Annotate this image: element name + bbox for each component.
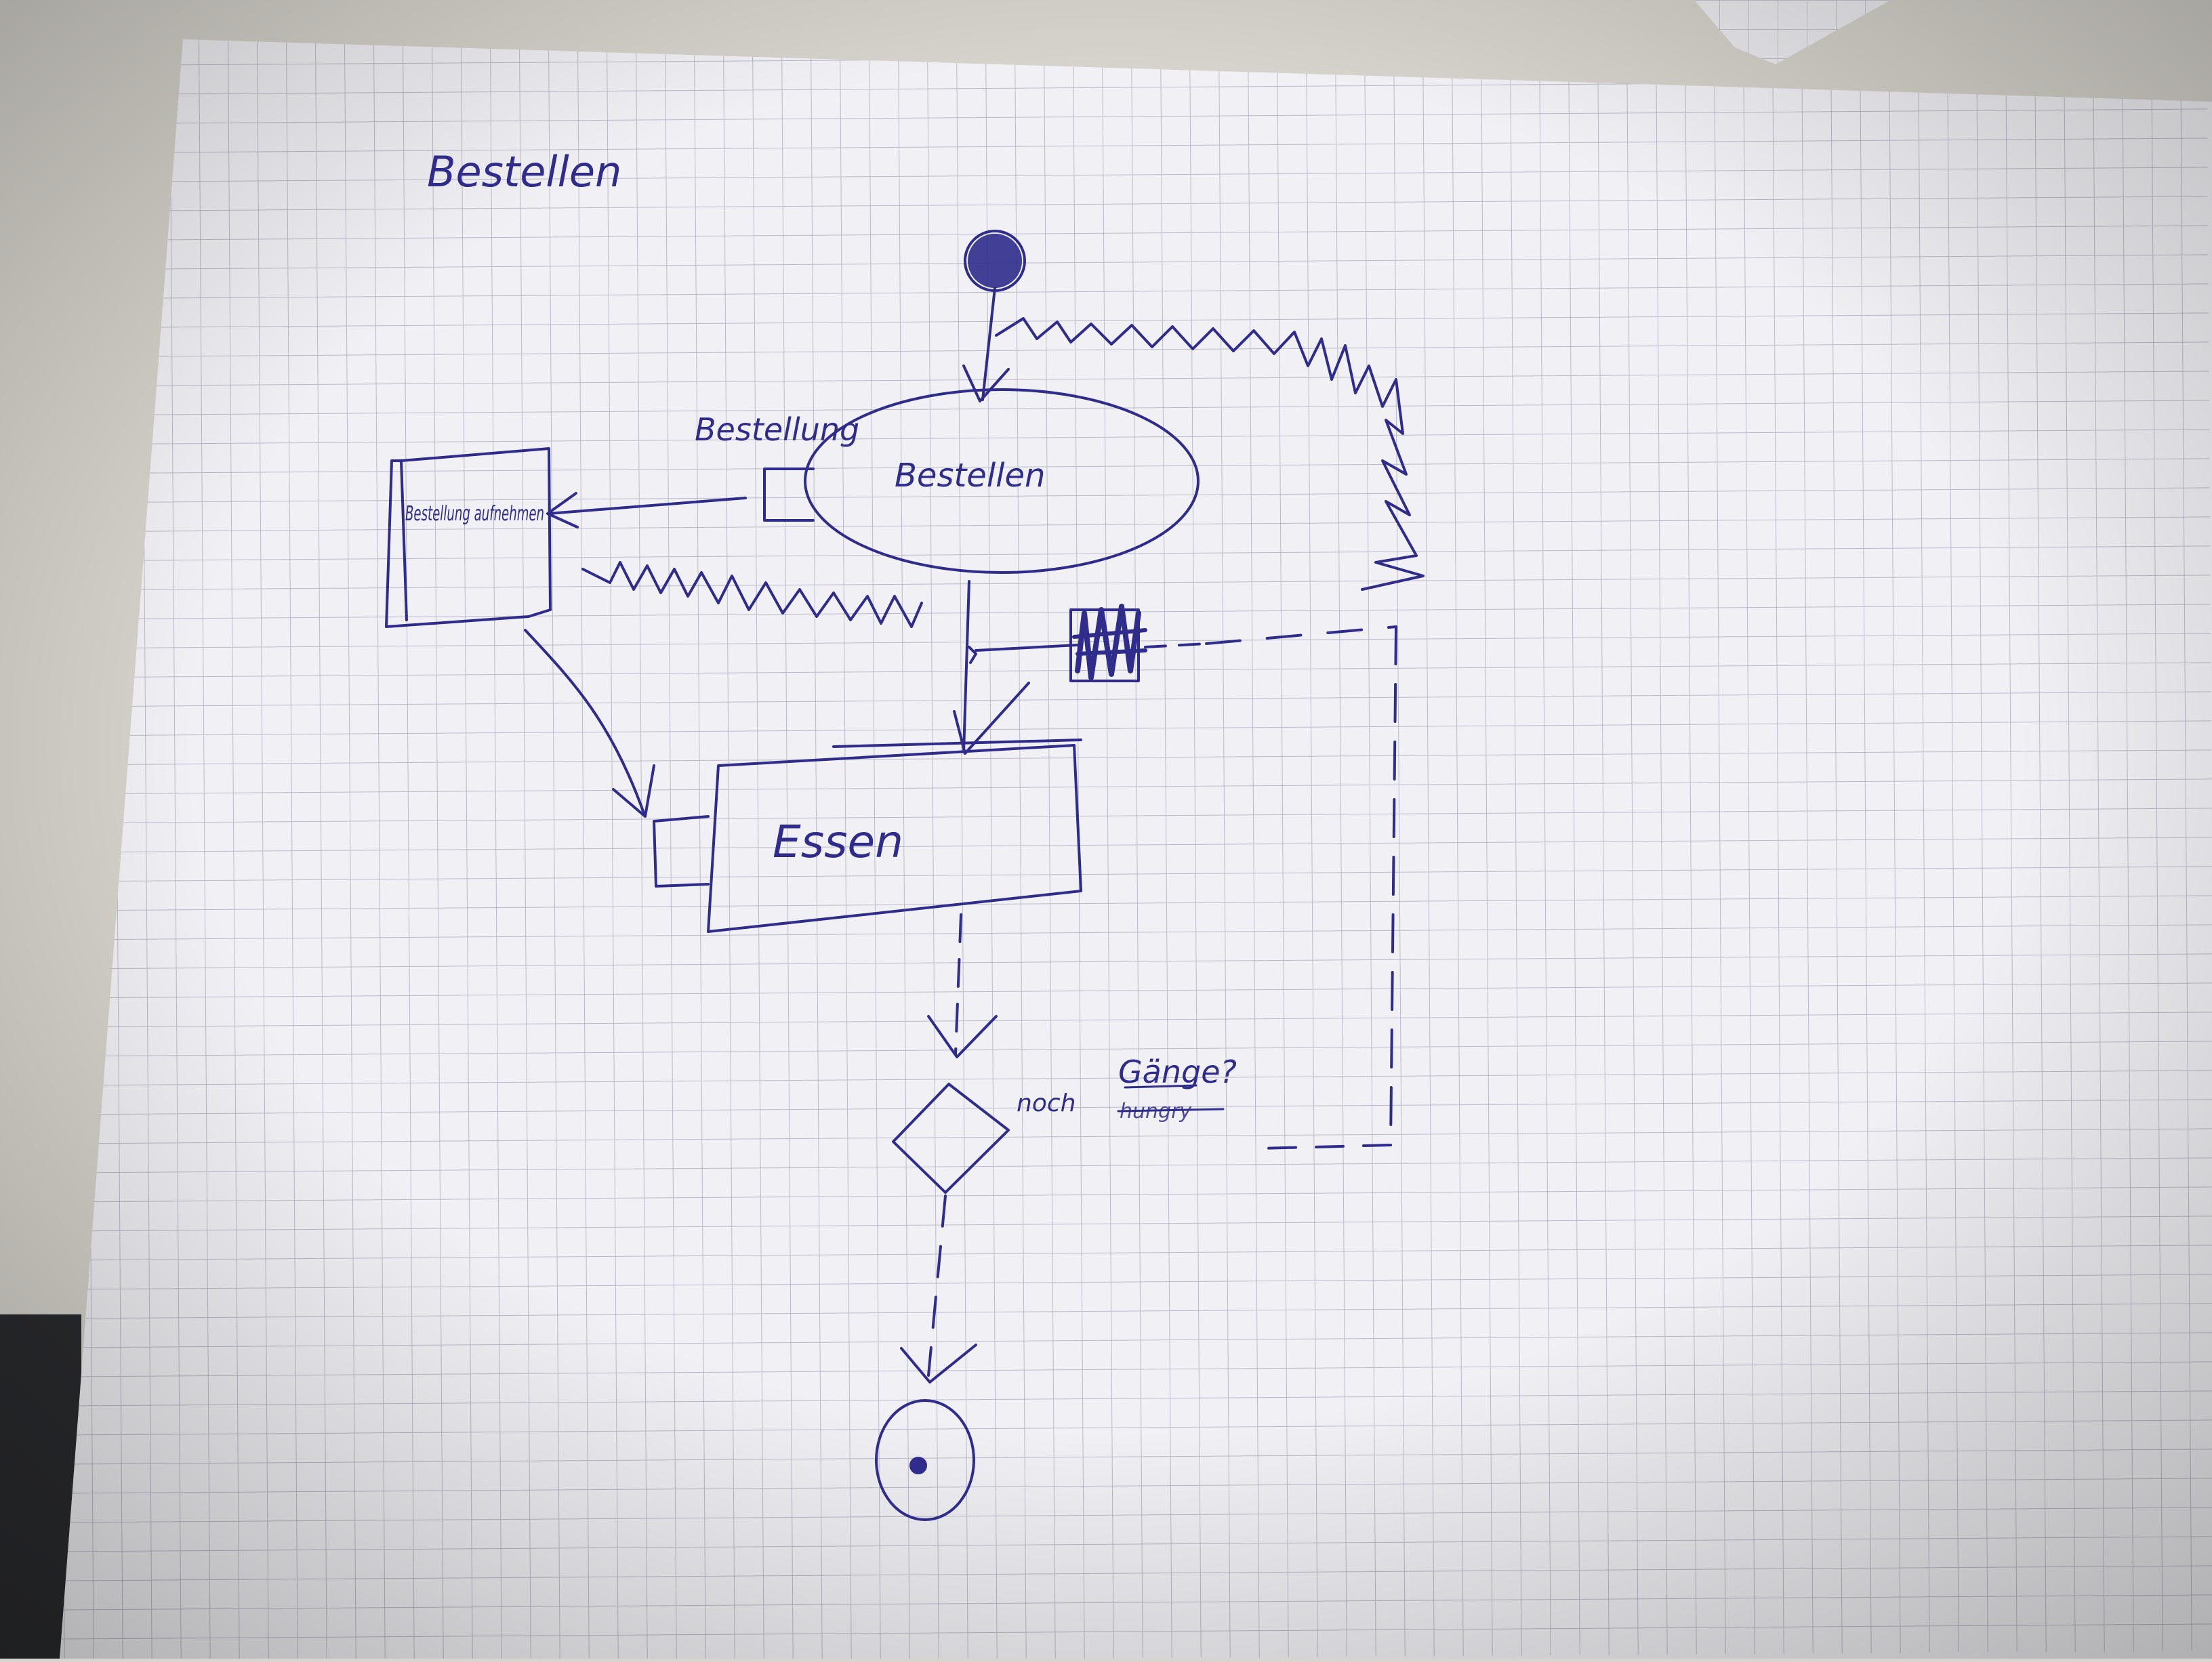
action-eat-label: Essen [773, 816, 903, 868]
flow-decision-to-end [927, 1194, 947, 1377]
object-pin-label: Bestellung [695, 411, 859, 448]
join-bar [832, 739, 1082, 748]
flow-order-to-receive [548, 497, 747, 515]
object-node [1069, 608, 1140, 682]
action-order-label: Bestellen [895, 457, 1045, 495]
input-pin [653, 815, 710, 888]
action-eat-shape [707, 744, 1082, 933]
flow-order-to-eat [962, 580, 970, 753]
end-node [875, 1399, 975, 1521]
guard-left-label: noch [1017, 1089, 1076, 1117]
ink-drawing [385, 230, 1425, 1521]
action-order-shape [804, 388, 1200, 574]
flow-eat-to-decision [954, 913, 962, 1055]
guard-right-label: Gänge? [1118, 1054, 1237, 1090]
dashed-loop-bottom [1259, 1144, 1392, 1150]
action-receive-shape [385, 447, 552, 628]
start-node [962, 230, 1026, 402]
handwritten-labels: Bestellen Bestellen Bestellung Bestellun… [405, 147, 1237, 1123]
sheet-title: Bestellen [427, 147, 621, 196]
scribble-crossed-arrow [581, 561, 923, 628]
dashed-loop-right [1389, 625, 1397, 1146]
output-pin [763, 468, 815, 522]
flow-receive-to-eat [524, 629, 645, 814]
guard-struck-label: hungry [1120, 1100, 1192, 1123]
decision-shape [892, 1083, 1010, 1194]
scribble-crossed-loop [995, 317, 1425, 591]
action-receive-label: Bestellung aufnehmen [405, 502, 544, 526]
dashed-loop-top [1205, 625, 1397, 645]
